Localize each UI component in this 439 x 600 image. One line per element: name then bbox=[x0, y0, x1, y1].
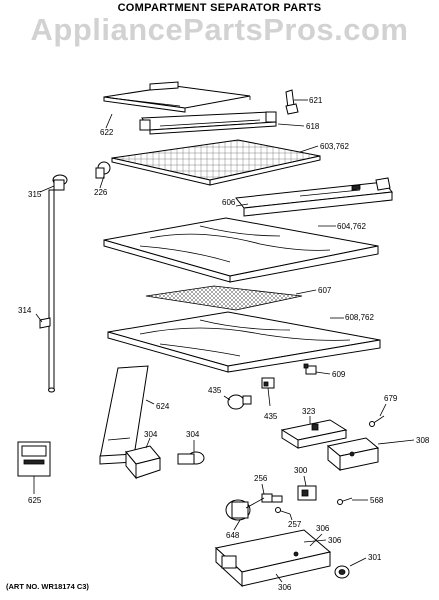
part-606-trim bbox=[235, 177, 393, 217]
label-624: 624 bbox=[156, 402, 170, 411]
label-315: 315 bbox=[28, 190, 42, 199]
part-308-bracket bbox=[326, 437, 380, 472]
part-608-panel bbox=[107, 311, 381, 373]
part-603-shelf bbox=[111, 139, 321, 186]
part-226-knob bbox=[95, 161, 111, 179]
part-622-top-cover bbox=[103, 81, 251, 113]
part-625-module bbox=[17, 441, 51, 477]
part-435-bulb bbox=[227, 394, 252, 410]
label-306-top: 306 bbox=[316, 524, 330, 533]
label-323: 323 bbox=[302, 407, 316, 416]
label-257: 257 bbox=[288, 520, 302, 529]
label-568: 568 bbox=[370, 496, 384, 505]
part-323-bracket bbox=[280, 419, 348, 449]
label-300: 300 bbox=[294, 466, 308, 475]
label-314: 314 bbox=[18, 306, 32, 315]
part-300-relay bbox=[297, 485, 317, 501]
part-607-filter bbox=[145, 285, 303, 311]
label-256: 256 bbox=[254, 474, 268, 483]
label-648: 648 bbox=[226, 531, 240, 540]
part-604-panel bbox=[103, 217, 379, 283]
label-435-socket: 435 bbox=[264, 412, 278, 421]
part-314-clip bbox=[39, 317, 51, 329]
watermark: AppliancePartsPros.com bbox=[30, 12, 409, 47]
label-306-right: 306 bbox=[328, 536, 342, 545]
part-609-switch bbox=[303, 363, 317, 375]
leader-lines bbox=[33, 99, 415, 583]
part-256-terminal bbox=[261, 493, 283, 503]
label-304-housing: 304 bbox=[144, 430, 158, 439]
part-304-housing bbox=[125, 445, 161, 480]
part-621-clip bbox=[285, 89, 299, 115]
label-607: 607 bbox=[318, 286, 332, 295]
label-308: 308 bbox=[416, 436, 430, 445]
part-568-screw bbox=[337, 497, 353, 505]
label-608: 608,762 bbox=[345, 313, 374, 322]
part-306-base bbox=[214, 529, 332, 588]
label-604: 604,762 bbox=[337, 222, 366, 231]
part-301-cap bbox=[334, 565, 350, 579]
part-304-control bbox=[177, 451, 205, 465]
label-625: 625 bbox=[28, 496, 42, 505]
label-603: 603,762 bbox=[320, 142, 349, 151]
label-226: 226 bbox=[94, 188, 108, 197]
art-number: (ART NO. WR18174 C3) bbox=[6, 582, 89, 591]
label-306-bottom: 306 bbox=[278, 583, 292, 592]
part-257-screw bbox=[275, 507, 291, 515]
diagram-title: COMPARTMENT SEPARATOR PARTS bbox=[117, 2, 322, 14]
part-315-rod bbox=[48, 174, 68, 393]
part-648-motor bbox=[225, 497, 265, 521]
label-621: 621 bbox=[309, 96, 323, 105]
label-609: 609 bbox=[332, 370, 346, 379]
label-679: 679 bbox=[384, 394, 398, 403]
label-618: 618 bbox=[306, 122, 320, 131]
part-618-rail bbox=[139, 111, 277, 135]
label-622: 622 bbox=[100, 128, 114, 137]
part-679-screw bbox=[369, 415, 385, 427]
label-301: 301 bbox=[368, 553, 382, 562]
label-435-bulb: 435 bbox=[208, 386, 222, 395]
part-435-socket bbox=[261, 377, 275, 389]
label-304-control: 304 bbox=[186, 430, 200, 439]
label-606: 606 bbox=[222, 198, 236, 207]
